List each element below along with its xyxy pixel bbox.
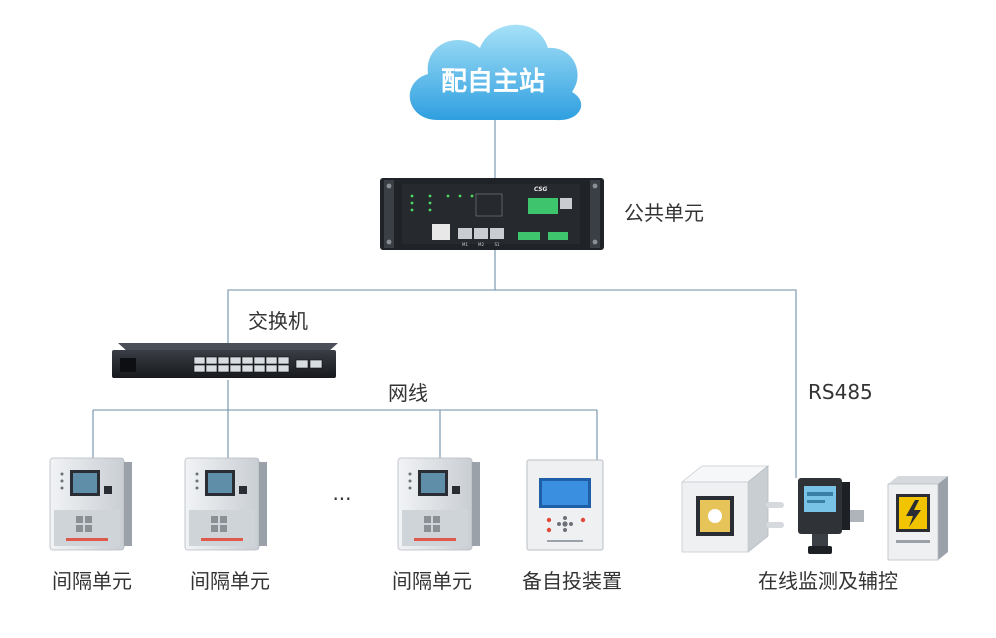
backup-auto-switch-device <box>526 459 604 551</box>
master-station-cloud: 配自主站 <box>409 24 582 121</box>
port-label-m2: M2 <box>478 242 484 247</box>
link-rs485 <box>495 289 797 478</box>
bay-unit-label-3: 间隔单元 <box>392 569 472 593</box>
public-unit-label: 公共单元 <box>624 201 704 225</box>
monitoring-warning-panel-icon <box>887 476 948 561</box>
master-station-label: 配自主站 <box>441 66 545 97</box>
bay-unit-label-2: 间隔单元 <box>190 569 270 593</box>
cloud-icon <box>409 24 582 121</box>
online-monitoring-label: 在线监测及辅控 <box>758 569 898 593</box>
port-label-m1: M1 <box>462 242 468 247</box>
bay-unit-device-2 <box>184 457 267 551</box>
brand-logo-text: CSG <box>534 186 548 193</box>
connection-lines <box>92 118 797 478</box>
monitoring-sensor-box-icon <box>680 465 784 553</box>
monitoring-meter-icon <box>798 478 864 554</box>
switch-label: 交换机 <box>248 309 308 333</box>
port-label-s1: S1 <box>494 242 500 247</box>
rs485-label: RS485 <box>808 380 873 404</box>
backup-auto-switch-label: 备自投装置 <box>522 569 622 593</box>
public-unit-device: M1 M2 S1 CSG 公共单元 <box>380 178 704 250</box>
link-public-unit-bus <box>227 250 496 345</box>
ellipsis-label: ... <box>332 481 351 505</box>
network-cable-label: 网线 <box>388 381 428 405</box>
online-monitoring-devices <box>680 465 948 561</box>
bay-unit-device-1 <box>49 457 132 551</box>
network-switch: 交换机 <box>112 309 338 378</box>
bay-unit-device-3 <box>397 457 480 551</box>
bay-unit-label-1: 间隔单元 <box>52 569 132 593</box>
